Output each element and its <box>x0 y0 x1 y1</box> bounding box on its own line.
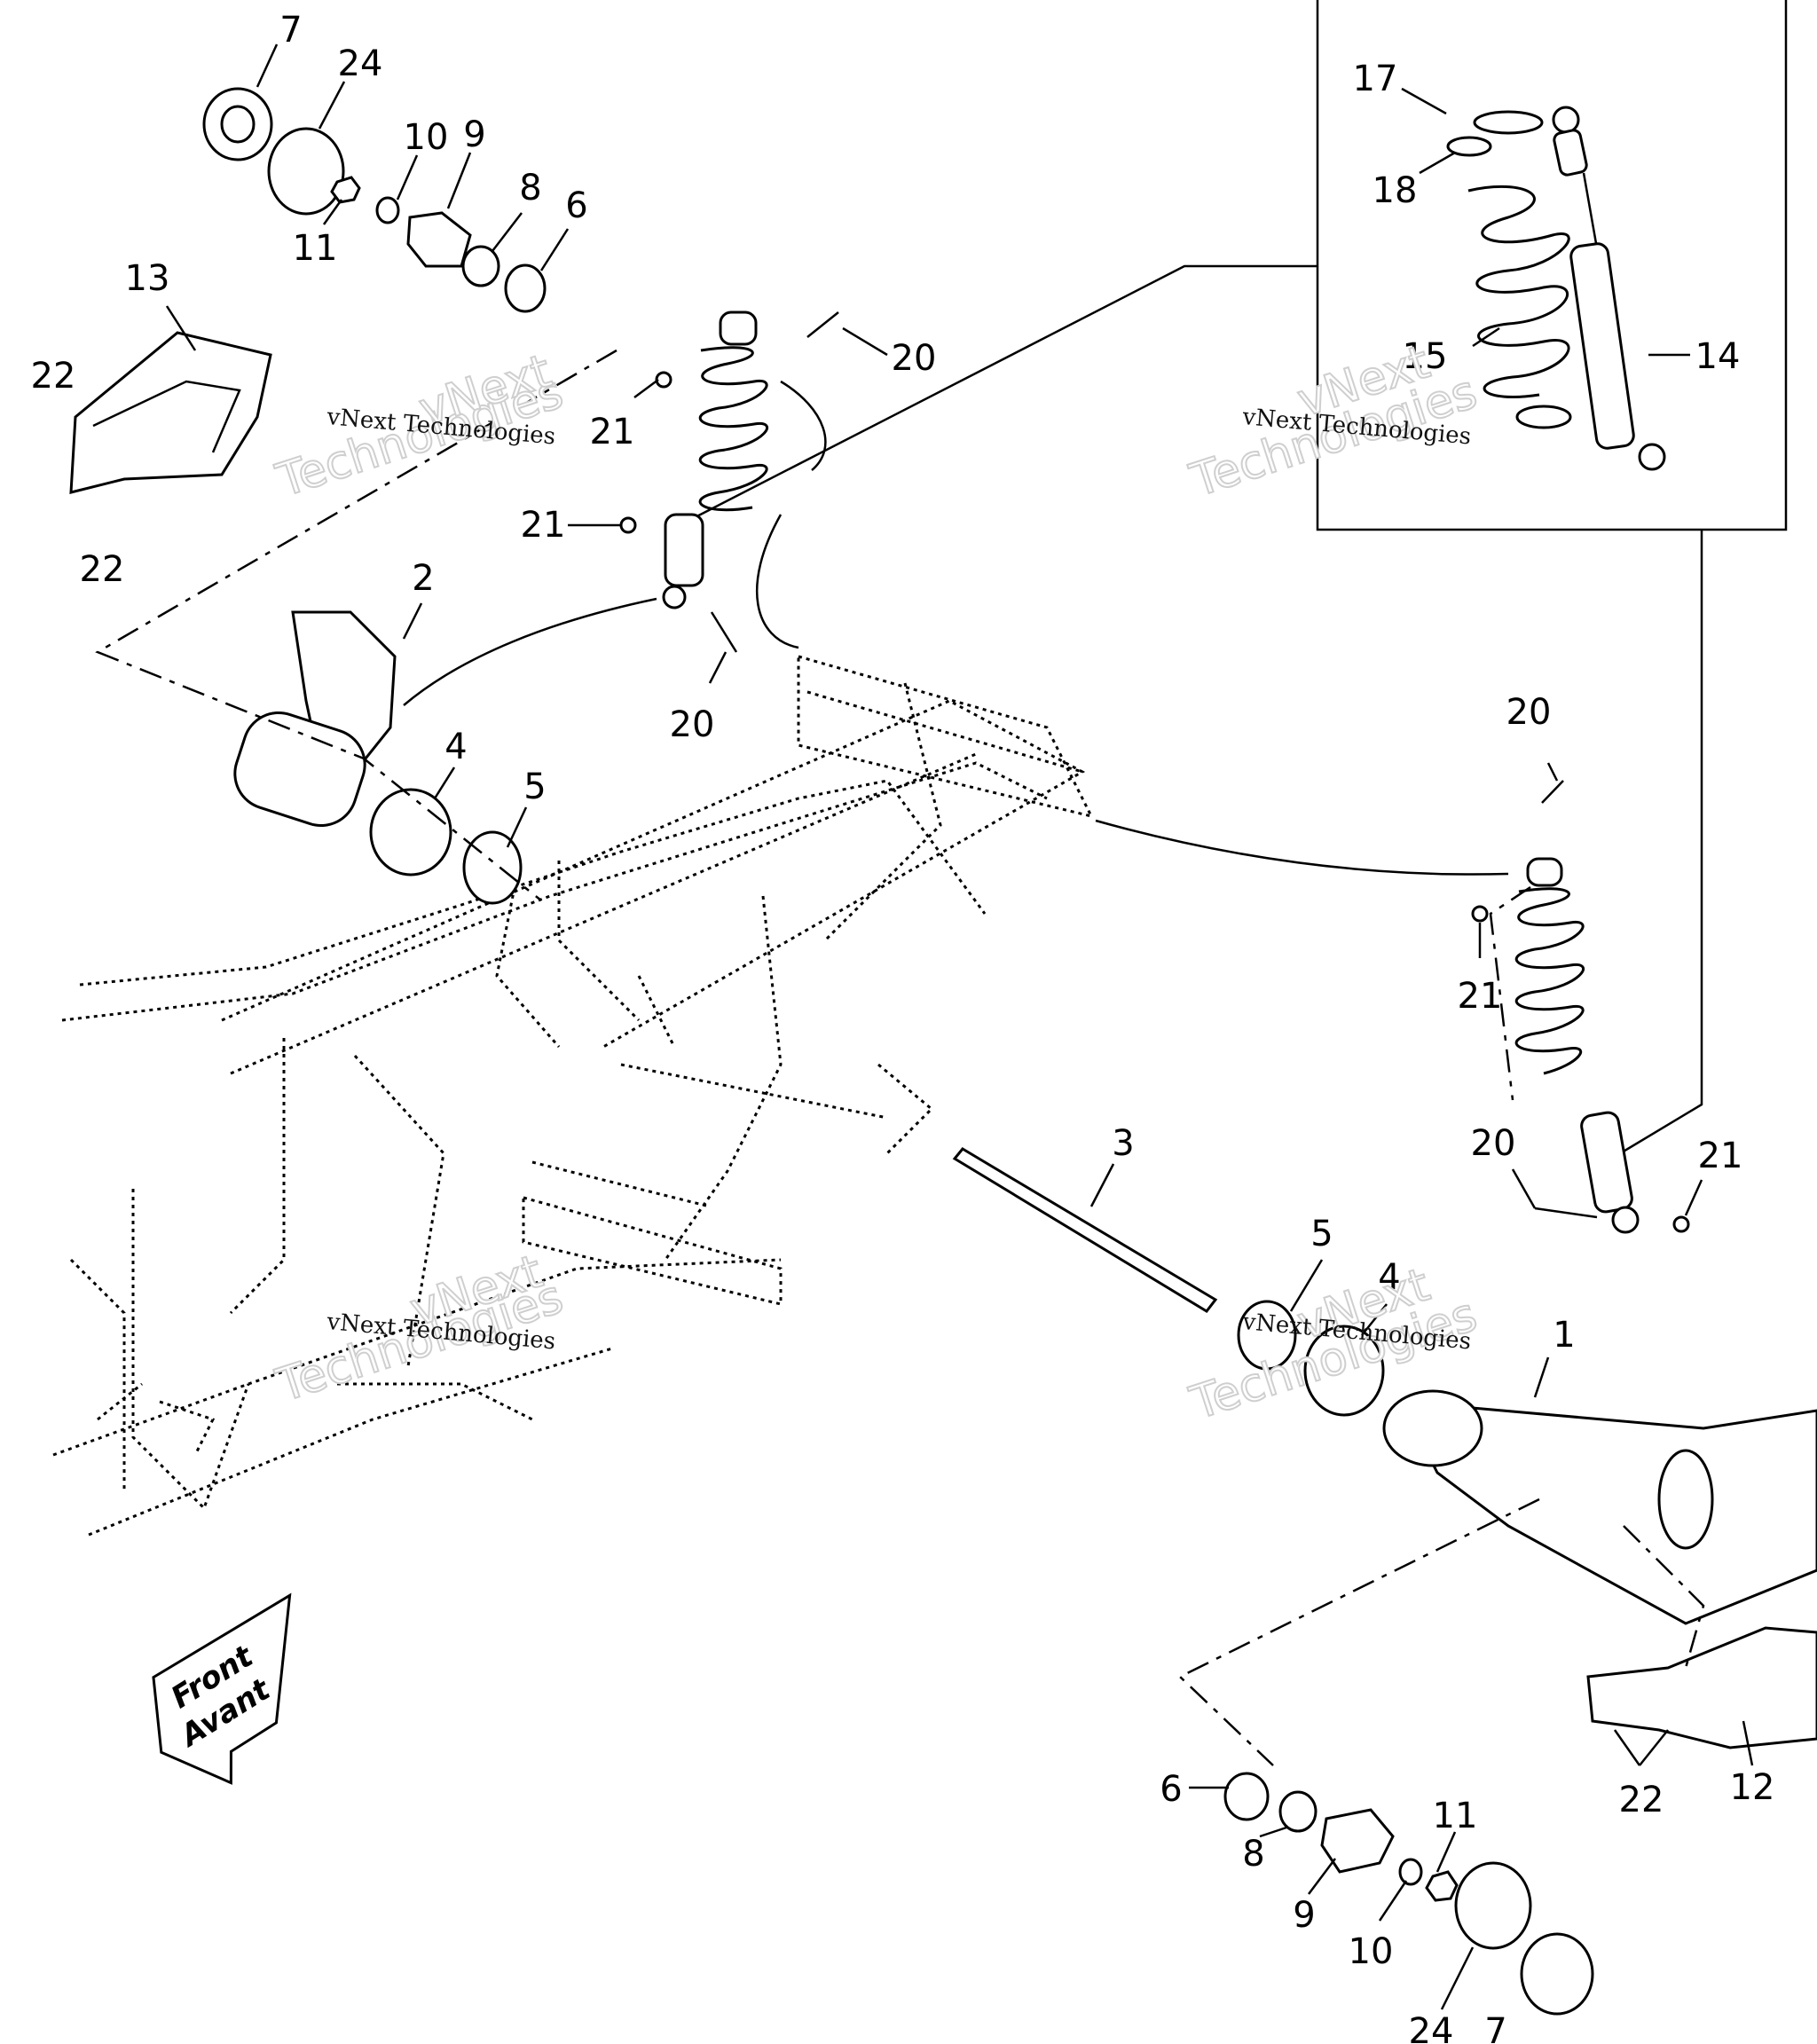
chassis-frame <box>52 655 1094 1537</box>
callout-7-bottom: 7 <box>1484 2011 1506 2044</box>
callout-13: 13 <box>125 258 170 299</box>
right-pivot-parts <box>1237 1300 1385 1417</box>
shock-absorber-left <box>662 311 768 609</box>
callout-9-top: 9 <box>463 114 485 155</box>
callout-8-top: 8 <box>519 168 541 208</box>
hub-9-top <box>406 211 472 268</box>
inset-spring <box>1446 110 1572 429</box>
callout-1: 1 <box>1553 1315 1575 1356</box>
callout-11-top: 11 <box>293 228 338 269</box>
centre-lines <box>95 349 1705 1766</box>
nut-21-b <box>619 516 637 534</box>
swing-arm-1 <box>1382 1389 1817 1625</box>
callout-21-b: 21 <box>521 505 566 546</box>
callout-11-bottom: 11 <box>1433 1796 1478 1836</box>
callout-22-c: 22 <box>1619 1780 1664 1820</box>
assembly-arrows <box>403 380 1509 876</box>
bolt-20-c <box>1541 780 1564 804</box>
callout-5-left: 5 <box>523 766 546 807</box>
nut-21-a <box>655 371 673 389</box>
callout-10-top: 10 <box>404 117 449 158</box>
callout-2: 2 <box>412 558 434 599</box>
callout-3: 3 <box>1112 1123 1134 1164</box>
callout-20-c: 20 <box>1506 692 1552 733</box>
watermark-1: Technologies vNext vNext Technologies <box>270 343 570 508</box>
shaft-3 <box>952 1147 1218 1313</box>
nut-11-bottom <box>1425 1870 1459 1902</box>
fasteners <box>619 311 1690 1233</box>
front-direction-arrow: Front Avant <box>152 1592 292 1785</box>
callout-21-d: 21 <box>1698 1136 1743 1176</box>
callout-17: 17 <box>1353 59 1398 99</box>
callout-numbers: 7 24 10 9 8 6 11 13 22 22 20 21 21 2 20 … <box>31 10 1775 2044</box>
callout-10-bottom: 10 <box>1349 1931 1394 1972</box>
sleeve <box>233 711 366 828</box>
circlip-5-left <box>462 830 523 905</box>
callout-7-top: 7 <box>279 10 302 51</box>
nut-11-top <box>330 176 361 204</box>
bearing-4-left <box>369 788 452 877</box>
hub-parts-top <box>202 87 547 313</box>
callout-18: 18 <box>1373 170 1418 211</box>
left-pivot-parts <box>233 610 523 905</box>
hub-parts-bottom <box>1223 1772 1594 2016</box>
shock-absorber-right <box>1514 857 1640 1234</box>
spring-guide-17 <box>1473 110 1544 135</box>
bolt-20-a <box>806 311 839 338</box>
callout-20-d: 20 <box>1471 1123 1516 1164</box>
spring-retainer <box>1515 405 1572 429</box>
callout-24-bottom: 24 <box>1409 2011 1454 2044</box>
callout-6-top: 6 <box>565 185 587 226</box>
callout-5-right: 5 <box>1310 1214 1333 1254</box>
callout-15: 15 <box>1403 336 1448 377</box>
washer-10-top <box>375 196 400 224</box>
circlip-5-right <box>1237 1300 1297 1371</box>
bolt-20-b <box>710 611 738 653</box>
callout-4-left: 4 <box>444 727 467 767</box>
callout-20-a: 20 <box>892 338 937 379</box>
callout-22-b: 22 <box>80 549 125 590</box>
callout-8-bottom: 8 <box>1242 1834 1264 1875</box>
callout-4-right: 4 <box>1378 1257 1400 1298</box>
spring-seat-18 <box>1446 136 1492 157</box>
bearing-6-top <box>504 263 547 313</box>
nut-21-d <box>1672 1215 1690 1233</box>
bearing-6-bottom <box>1223 1772 1270 1821</box>
inset-box <box>682 0 1788 1160</box>
callout-leaders <box>165 43 1754 2010</box>
inset-shock <box>1552 106 1666 471</box>
seal-8-bottom <box>1278 1790 1318 1833</box>
callout-14: 14 <box>1695 336 1741 377</box>
callout-9-bottom: 9 <box>1293 1895 1315 1936</box>
callout-21-a: 21 <box>590 412 635 452</box>
watermark-3: Technologies vNext vNext Technologies <box>270 1244 570 1413</box>
guard-13 <box>69 331 272 494</box>
ring-24-bottom <box>1454 1861 1532 1950</box>
bearing-4-right <box>1303 1325 1385 1417</box>
ring-24-top <box>267 127 345 216</box>
hub-cap-7-bottom <box>1520 1932 1594 2016</box>
seal-8-top <box>461 245 500 287</box>
hub-9-bottom <box>1320 1808 1395 1874</box>
guard-12 <box>1586 1626 1817 1749</box>
nut-21-c <box>1471 905 1489 923</box>
callout-20-b: 20 <box>670 704 715 745</box>
callout-6-bottom: 6 <box>1160 1769 1182 1810</box>
callout-21-c: 21 <box>1458 976 1503 1017</box>
callout-22-a: 22 <box>31 356 76 397</box>
callout-24-top: 24 <box>338 43 383 84</box>
bolt-20-d <box>1534 1207 1598 1219</box>
callout-12: 12 <box>1730 1767 1775 1808</box>
washer-10-bottom <box>1398 1858 1423 1886</box>
